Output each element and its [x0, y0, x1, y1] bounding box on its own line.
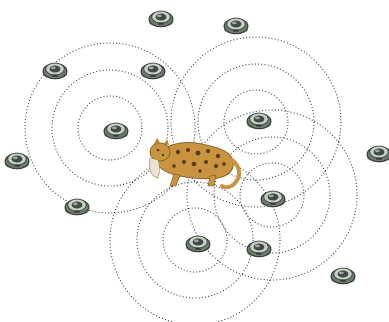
sensor-node-icon[interactable]	[331, 268, 355, 284]
detection-rings	[25, 37, 357, 322]
active-sensor-node-icon[interactable]	[104, 123, 128, 139]
active-sensor-node-icon[interactable]	[261, 191, 285, 207]
sensor-node-icon[interactable]	[247, 241, 271, 257]
sensor-node-icon[interactable]	[5, 153, 29, 169]
leopard-icon	[149, 138, 239, 187]
sensor-node-icon[interactable]	[149, 11, 173, 27]
sensor-node-icon[interactable]	[224, 18, 248, 34]
sensor-node-icon[interactable]	[141, 63, 165, 79]
sensor-node-icon[interactable]	[65, 199, 89, 215]
active-sensor-node-icon[interactable]	[247, 113, 271, 129]
sensor-node-icon[interactable]	[367, 146, 389, 162]
active-sensor-node-icon[interactable]	[186, 236, 210, 252]
sensor-node-icon[interactable]	[43, 63, 67, 79]
